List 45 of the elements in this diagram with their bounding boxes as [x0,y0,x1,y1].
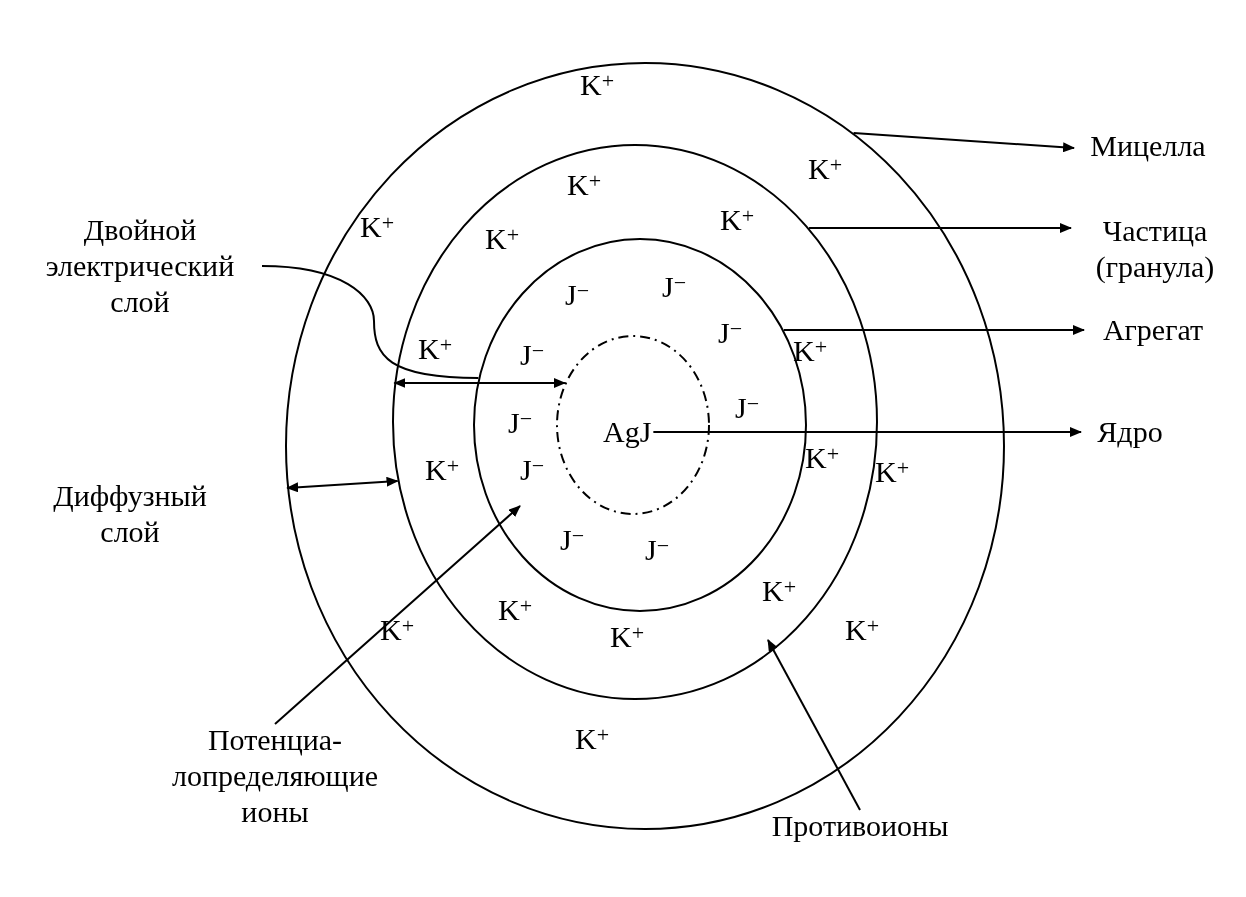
ion-symbol: K$^{+}$ [580,68,615,102]
ion-symbol: J$^{−}$ [565,278,590,312]
ion-symbol: J$^{−}$ [718,316,743,350]
ion-symbol: J$^{−}$ [560,523,585,557]
ion-symbol: K$^{+}$ [875,455,910,489]
ion-symbol: K$^{+}$ [380,613,415,647]
arrow [808,223,1072,233]
ion-symbol: J$^{−}$ [645,533,670,567]
ion-symbol: K$^{+}$ [360,210,395,244]
ion-symbol: K$^{+}$ [808,152,843,186]
callout-label: Ядро [1085,414,1175,450]
ion-symbol: K$^{+}$ [498,593,533,627]
callout-label: Потенциа- лопределяющие ионы [150,722,400,830]
core-label: AgJ [603,415,652,449]
ion-symbol: K$^{+}$ [805,441,840,475]
callout-label: Мицелла [1078,128,1218,164]
callout-label: Частица (гранула) [1075,213,1235,285]
ion-symbol: J$^{−}$ [735,391,760,425]
ion-symbol: K$^{+}$ [845,613,880,647]
arrow [767,639,861,811]
arrow [782,325,1085,335]
ion-symbol: K$^{+}$ [762,574,797,608]
callout-label: Двойной электрический слой [20,212,260,320]
ion-symbol: J$^{−}$ [508,406,533,440]
callout-label: Противоионы [760,808,960,844]
ion-symbol: K$^{+}$ [793,334,828,368]
ion-symbol: K$^{+}$ [485,222,520,256]
arrow [652,427,1082,437]
double-arrow [286,476,399,493]
ion-symbol: K$^{+}$ [575,722,610,756]
layer-label: Диффузный слой [52,478,208,550]
ion-symbol: K$^{+}$ [567,168,602,202]
leader-line [261,265,480,379]
ion-symbol: K$^{+}$ [425,453,460,487]
ion-symbol: K$^{+}$ [610,620,645,654]
ion-symbol: K$^{+}$ [418,332,453,366]
ion-symbol: J$^{−}$ [662,270,687,304]
callout-label: Агрегат [1088,312,1218,348]
ion-symbol: J$^{−}$ [520,338,545,372]
ion-symbol: J$^{−}$ [520,453,545,487]
ion-symbol: K$^{+}$ [720,203,755,237]
double-arrow [393,378,566,388]
arrow [274,505,521,725]
core-ellipse [556,335,710,515]
arrow [852,132,1075,153]
